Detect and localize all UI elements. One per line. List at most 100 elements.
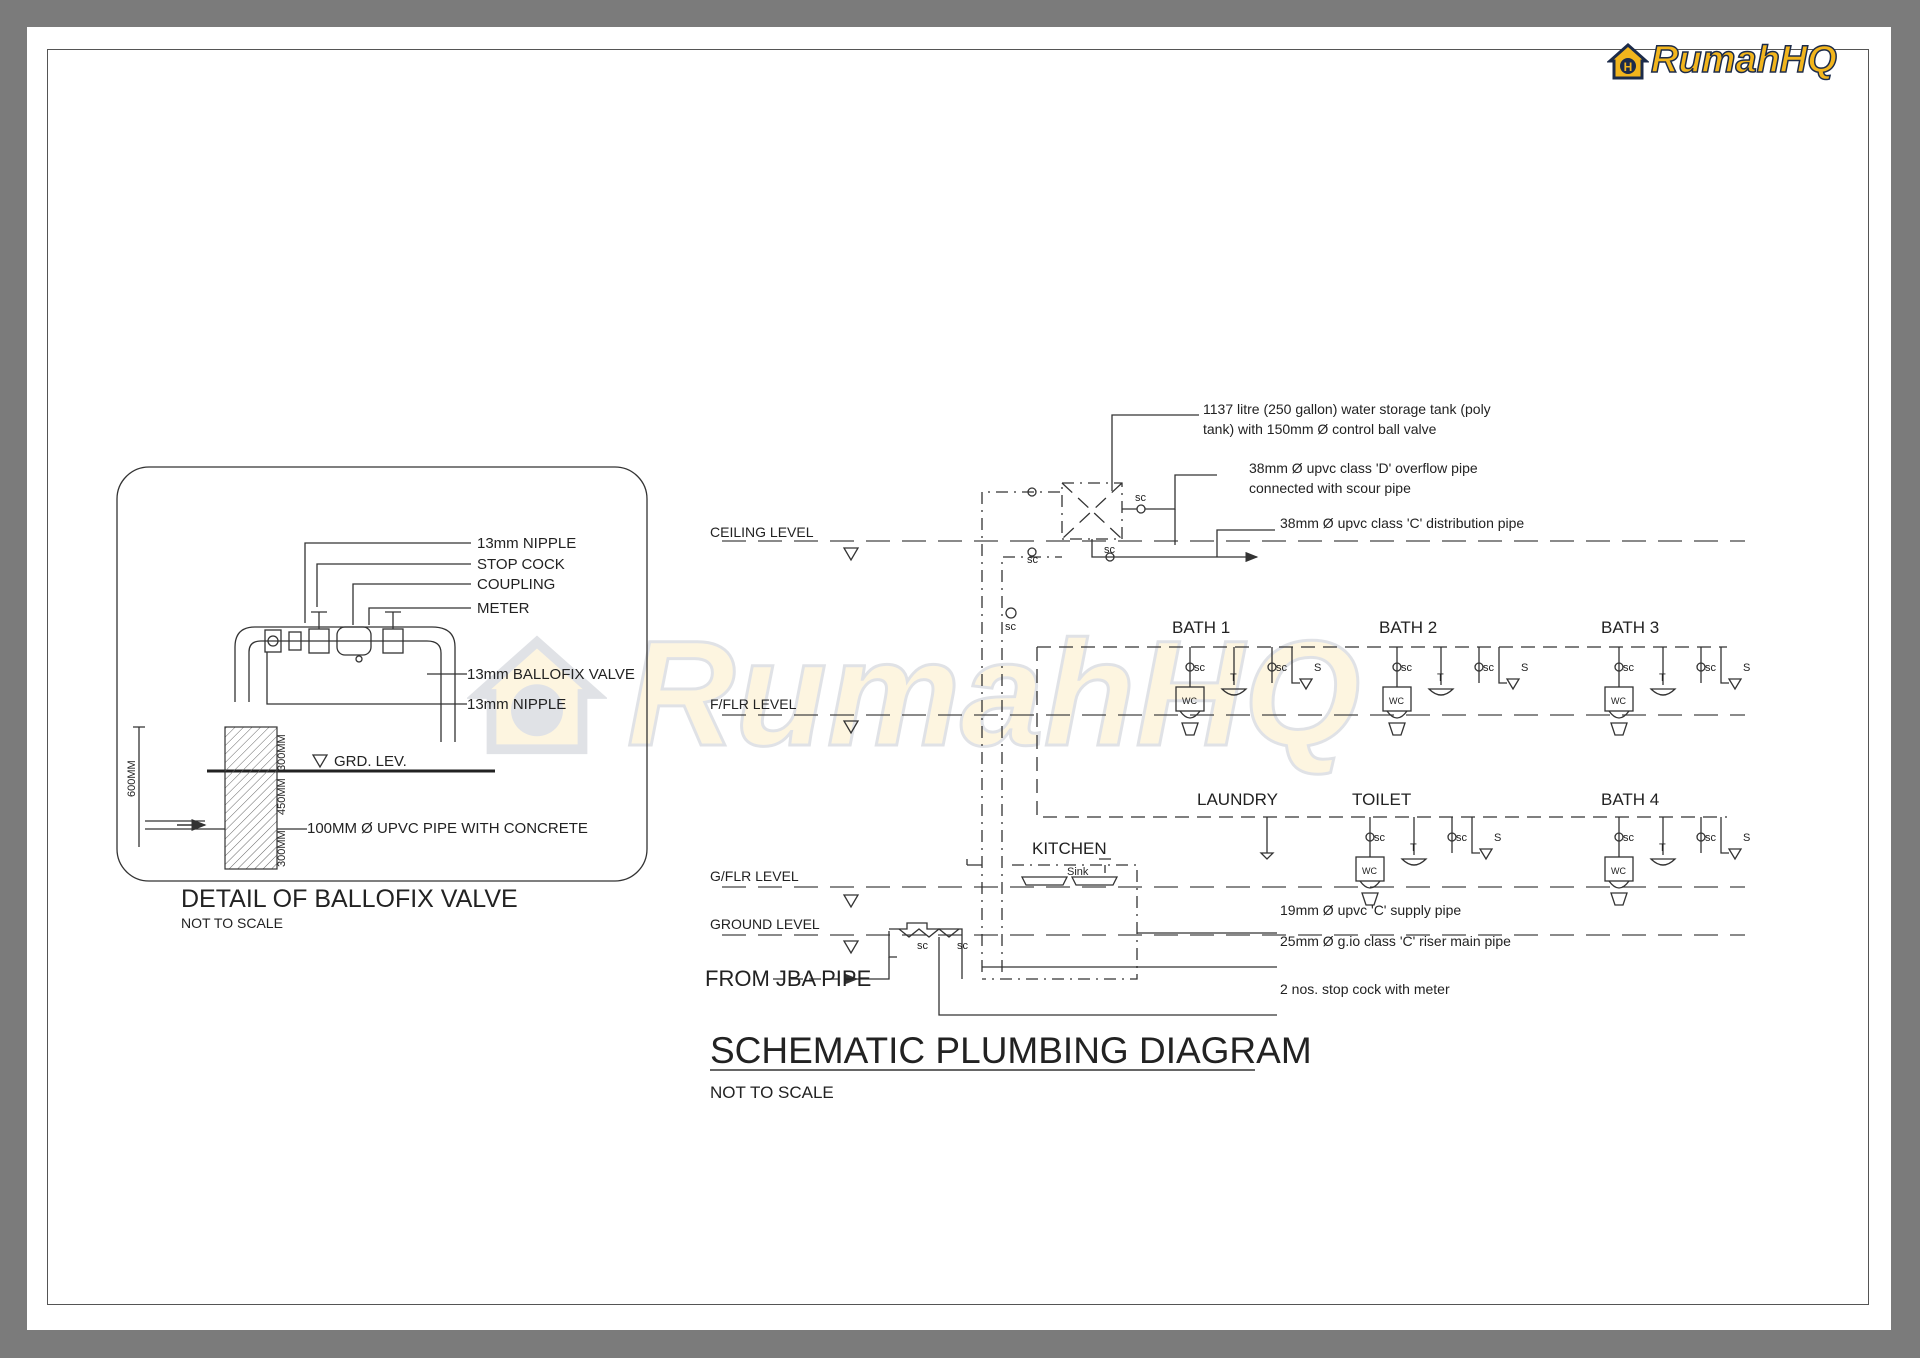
logo-text: RumahHQ — [1650, 38, 1837, 82]
room-bath2: BATH 2 — [1379, 618, 1437, 637]
overflow-pipe — [1122, 508, 1176, 545]
note-overflow-line1: 38mm Ø upvc class 'D' overflow pipe — [1249, 460, 1478, 476]
dim-300mm-top: 300MM — [276, 734, 288, 771]
fixtures-bath3: sc sc WC T S — [1604, 647, 1750, 736]
room-bath1: BATH 1 — [1172, 618, 1230, 637]
leader-nipple-top — [304, 542, 471, 623]
note-tank-line2: tank) with 150mm Ø control ball valve — [1203, 421, 1437, 437]
concrete-block — [224, 726, 278, 870]
ground-tap — [966, 859, 982, 866]
svg-text:S: S — [1494, 832, 1501, 844]
overflow-sc-valve — [1136, 504, 1146, 514]
watermark-house-icon — [467, 634, 607, 754]
water-storage-tank — [1061, 482, 1123, 540]
room-toilet: TOILET — [1352, 790, 1411, 809]
svg-text:sc: sc — [1374, 832, 1386, 844]
svg-text:T: T — [1230, 672, 1237, 684]
label-ground-level: GROUND LEVEL — [710, 916, 820, 932]
stop-cock-handle — [311, 611, 327, 629]
coupling-fitting — [288, 631, 302, 651]
note-overflow-line2: connected with scour pipe — [1249, 480, 1411, 496]
room-kitchen: KITCHEN — [1032, 839, 1107, 858]
svg-text:sc: sc — [1705, 662, 1717, 674]
svg-text:T: T — [1659, 842, 1666, 854]
logo: H RumahHQ — [1607, 38, 1838, 82]
upper-distribution — [1036, 646, 1727, 818]
fixtures-bath2: sc sc WC T S — [1382, 647, 1528, 736]
svg-text:sc: sc — [1401, 662, 1413, 674]
ground-level-marker — [842, 940, 860, 955]
leader-coupling — [352, 583, 471, 625]
sc-ground-1: sc — [917, 940, 929, 952]
note-riser: 25mm Ø g.io class 'C' riser main pipe — [1280, 933, 1511, 949]
meter-dial — [355, 655, 363, 663]
svg-text:S: S — [1314, 662, 1321, 674]
svg-text:WC: WC — [1362, 866, 1377, 876]
label-ffl-level: F/FLR LEVEL — [710, 696, 797, 712]
schematic-subtitle: NOT TO SCALE — [710, 1083, 834, 1102]
riser-sc-valve — [1005, 607, 1017, 619]
note-stop-cock: 2 nos. stop cock with meter — [1280, 981, 1450, 997]
svg-text:T: T — [1659, 672, 1666, 684]
svg-text:T: T — [1410, 842, 1417, 854]
svg-text:sc: sc — [1705, 832, 1717, 844]
svg-text:S: S — [1521, 662, 1528, 674]
kitchen-sink — [1020, 876, 1119, 886]
meter-handle — [385, 611, 401, 629]
kitchen-pipe — [982, 864, 1138, 980]
detail-pipe-inner — [248, 640, 442, 742]
label-sink: Sink — [1067, 866, 1089, 878]
leader-stop-cock — [316, 563, 471, 607]
grd-lev-triangle — [311, 754, 329, 769]
svg-text:H: H — [1624, 60, 1633, 74]
svg-text:sc: sc — [1483, 662, 1495, 674]
label-meter: METER — [477, 600, 530, 617]
meter-fitting — [336, 626, 372, 656]
detail-pipe — [234, 626, 456, 742]
ballofix-subtitle: NOT TO SCALE — [181, 915, 283, 931]
room-laundry: LAUNDRY — [1197, 790, 1278, 809]
svg-text:sc: sc — [1456, 832, 1468, 844]
riser-top-valve — [1027, 487, 1037, 497]
fixtures-bath1: sc sc WC T S — [1175, 647, 1321, 736]
ballofix-detail: 13mm NIPPLE STOP COCK COUPLING METER 13m… — [116, 466, 648, 931]
detail-box — [116, 466, 648, 882]
ffl-level-marker — [842, 720, 860, 735]
label-gfl-level: G/FLR LEVEL — [710, 868, 799, 884]
label-ballofix-valve: 13mm BALLOFIX VALVE — [467, 666, 635, 683]
label-stop-cock: STOP COCK — [477, 556, 565, 573]
schematic-diagram: CEILING LEVEL F/FLR LEVEL G/FLR LEVEL GR… — [705, 401, 1750, 1102]
svg-text:WC: WC — [1611, 696, 1626, 706]
ceiling-level-marker — [842, 547, 860, 562]
distribution-sc-valve — [1105, 552, 1115, 562]
distribution-pipe — [1091, 539, 1259, 563]
note-distribution: 38mm Ø upvc class 'C' distribution pipe — [1280, 515, 1524, 531]
svg-text:sc: sc — [1623, 662, 1635, 674]
leader-nipple-bottom — [266, 652, 467, 705]
svg-text:S: S — [1743, 832, 1750, 844]
gfl-level-marker — [842, 894, 860, 909]
drawing-frame — [47, 49, 1869, 1305]
riser-lower-valve — [1027, 547, 1037, 557]
laundry-tap — [1259, 817, 1275, 860]
drawing-sheet: H RumahHQ RumahHQ — [27, 27, 1891, 1330]
room-bath4: BATH 4 — [1601, 790, 1659, 809]
svg-text:WC: WC — [1182, 696, 1197, 706]
watermark: RumahHQ — [467, 607, 1362, 780]
svg-text:sc: sc — [1276, 662, 1288, 674]
watermark-text: RumahHQ — [625, 608, 1361, 779]
note-tank-line1: 1137 litre (250 gallon) water storage ta… — [1203, 401, 1491, 417]
svg-text:T: T — [1437, 672, 1444, 684]
sc-riser-top: sc — [1027, 554, 1039, 566]
fixtures-bath4: sc sc WC T S — [1604, 817, 1750, 906]
plumbing-drawing: 13mm NIPPLE STOP COCK COUPLING METER 13m… — [116, 401, 1750, 1102]
fixtures-toilet: sc sc WC T S — [1355, 817, 1501, 906]
svg-text:WC: WC — [1389, 696, 1404, 706]
label-pipe: 100MM Ø UPVC PIPE WITH CONCRETE — [307, 820, 588, 837]
riser-branch — [1001, 556, 1062, 972]
svg-text:S: S — [1743, 662, 1750, 674]
kitchen-tap — [1099, 858, 1111, 873]
sc-distribution: sc — [1104, 544, 1116, 556]
note-supply: 19mm Ø upvc 'C' supply pipe — [1280, 902, 1461, 918]
tank-cross — [1061, 482, 1123, 540]
